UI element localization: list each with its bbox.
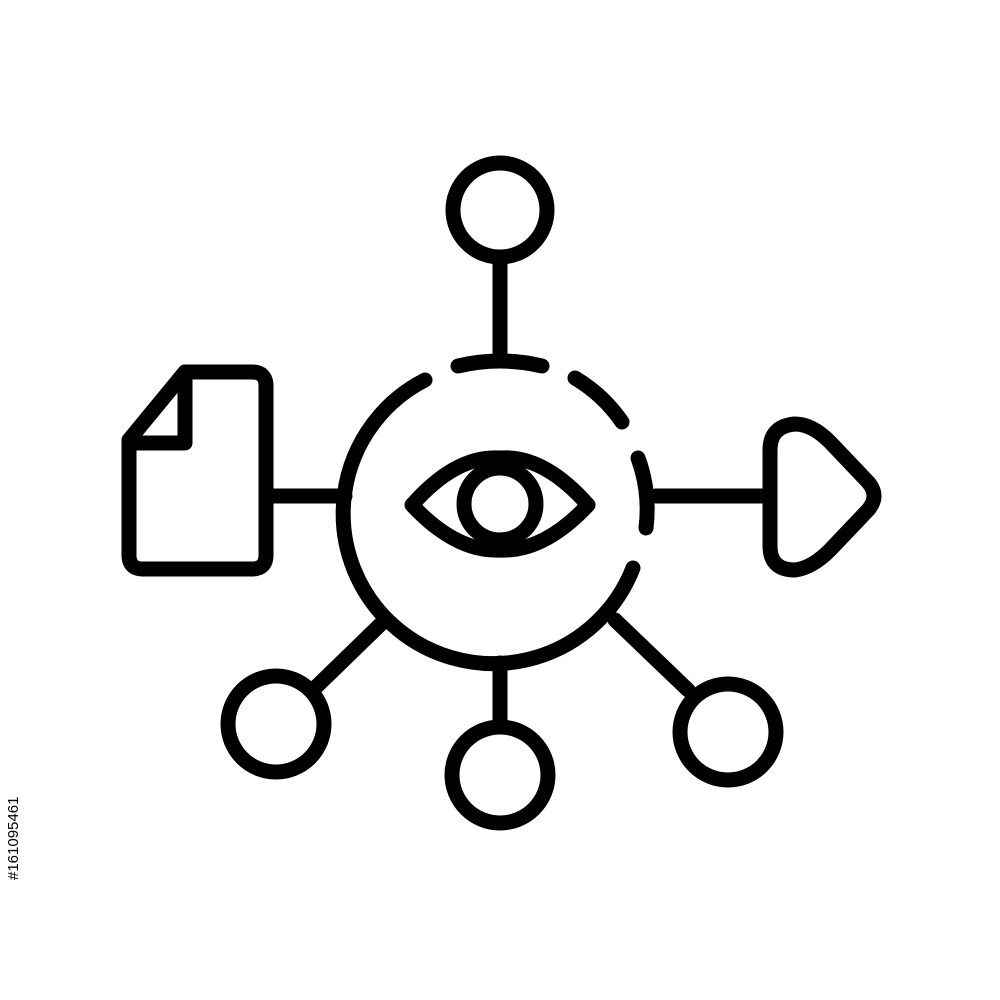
document-fold-icon — [121, 364, 193, 451]
stock-id-watermark: #161095461 — [5, 796, 22, 880]
hub-ring-upper-right-segment — [567, 370, 630, 430]
bottom-left-connector-line — [307, 612, 393, 696]
arrow-tag-icon — [762, 416, 882, 578]
hub-ring-main-arc — [335, 372, 641, 672]
eye-pupil-icon — [456, 460, 544, 548]
document-icon — [121, 364, 274, 577]
eye-outline-icon — [404, 450, 596, 558]
bottom-right-node-circle-icon — [672, 676, 784, 788]
top-node-circle-icon — [445, 155, 555, 265]
bottom-center-node-circle-icon — [444, 719, 556, 831]
bottom-right-connector-line — [607, 612, 696, 698]
hub-ring-top-segment — [450, 353, 550, 374]
bottom-left-node-circle-icon — [220, 668, 332, 780]
hub-ring-right-segment — [630, 450, 655, 536]
